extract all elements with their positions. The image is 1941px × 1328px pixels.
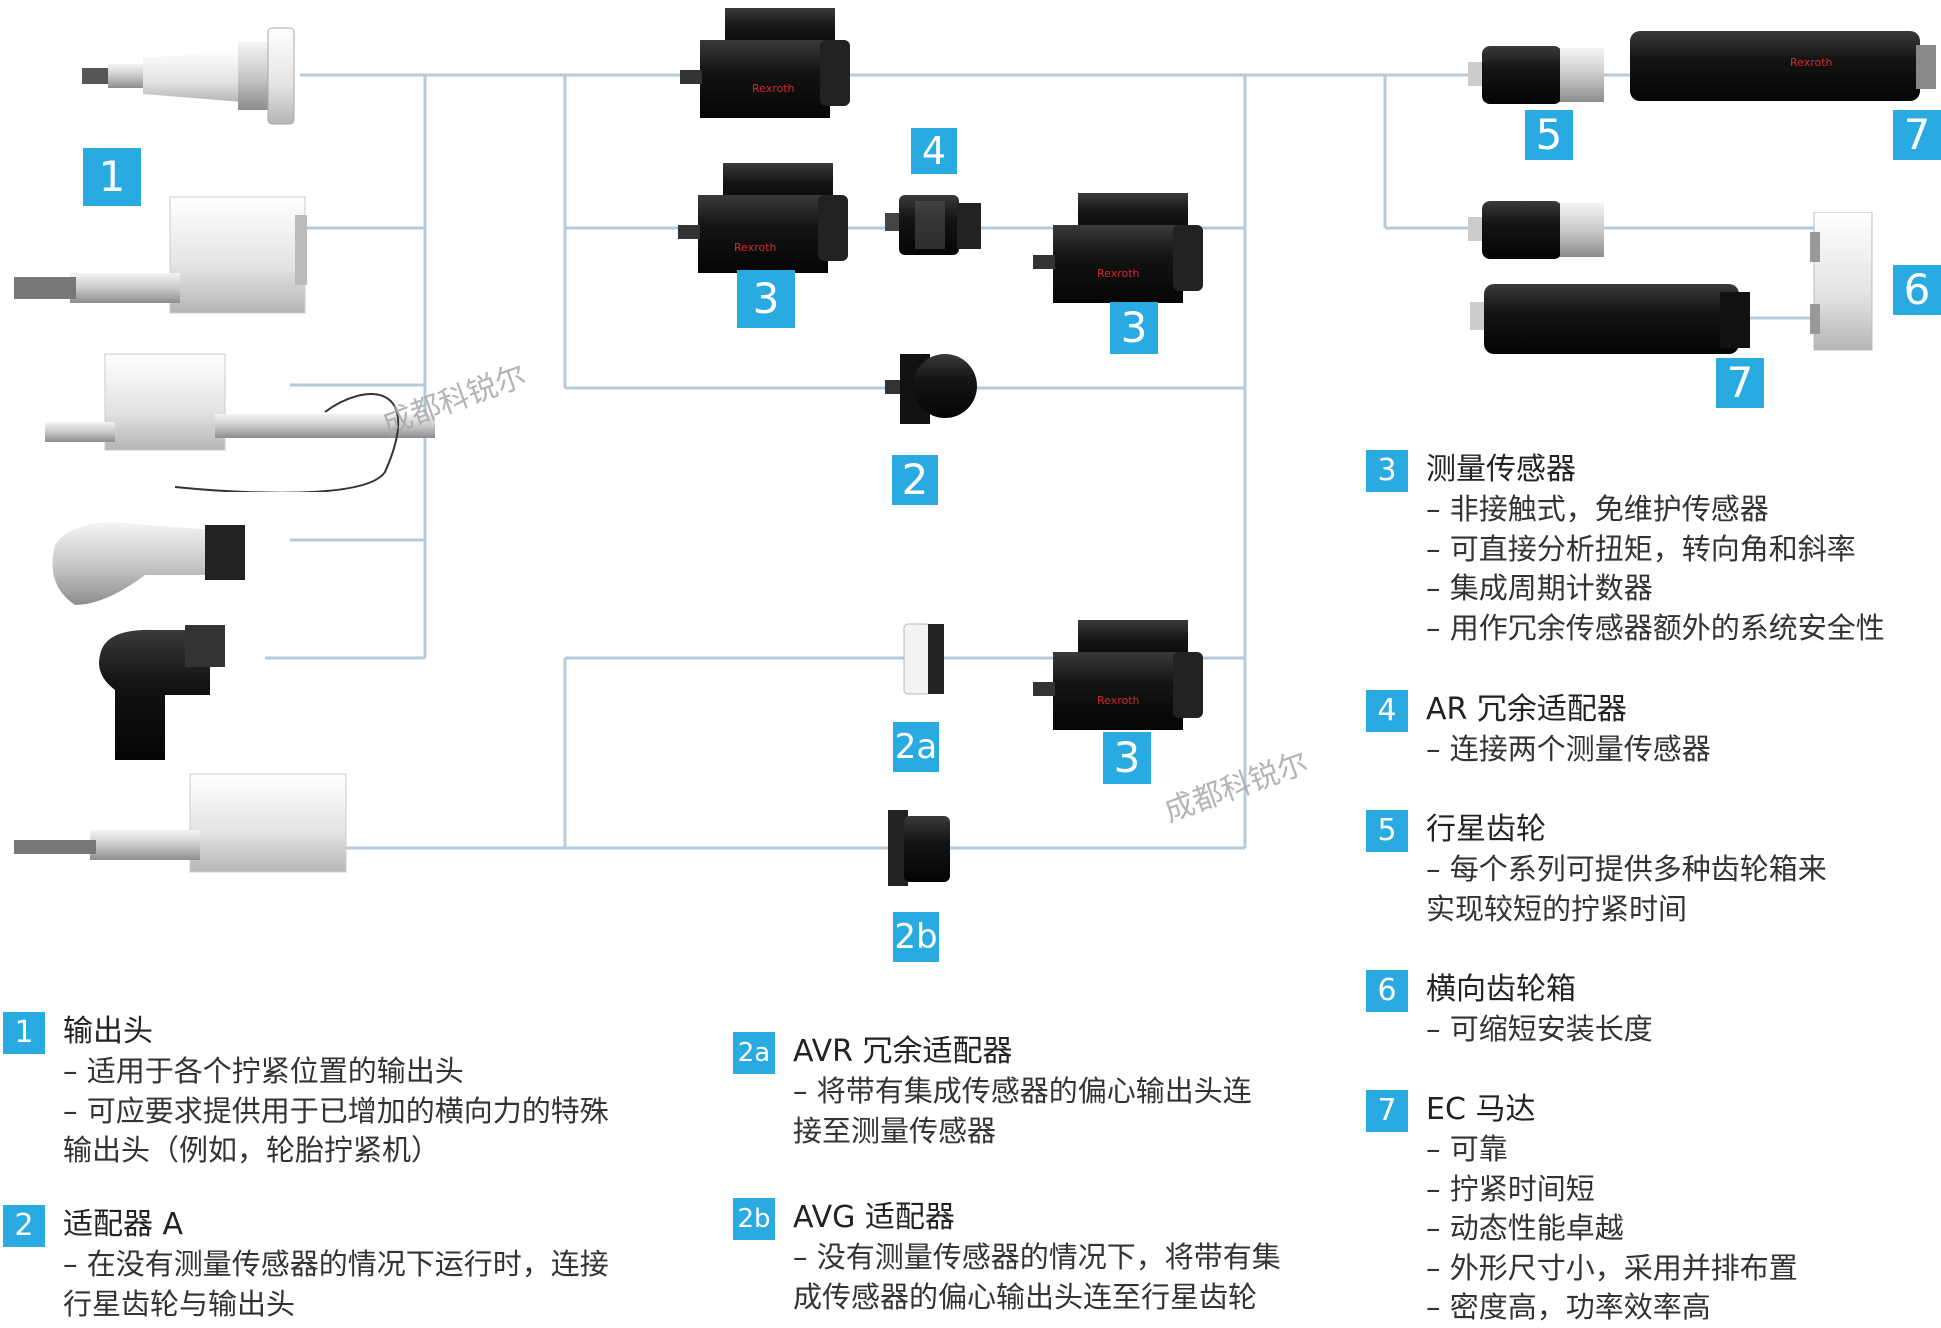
legend-line: – 外形尺寸小，采用并排布置 xyxy=(1426,1250,1798,1285)
ar-redundancy-adapter xyxy=(885,195,981,255)
output-head-long xyxy=(14,773,347,873)
badge-cross-gearbox: 6 xyxy=(1893,265,1941,315)
brand-label: Rexroth xyxy=(1097,267,1140,280)
output-head-offset xyxy=(14,196,307,314)
legend-title: 输出头 xyxy=(63,1014,153,1049)
legend-line: 接至测量传感器 xyxy=(793,1113,997,1148)
badge-planetary-gear: 5 xyxy=(1525,110,1573,160)
adapter-a xyxy=(885,354,977,424)
legend-title: AR 冗余适配器 xyxy=(1426,692,1627,727)
legend-line: – 连接两个测量传感器 xyxy=(1426,732,1711,766)
planetary-gear-bottom xyxy=(1468,201,1604,259)
legend-title: 测量传感器 xyxy=(1426,452,1576,487)
legend-title: AVG 适配器 xyxy=(793,1200,955,1235)
legend-line: – 非接触式，免维护传感器 xyxy=(1426,492,1769,526)
legend-title: 横向齿轮箱 xyxy=(1426,972,1576,1007)
legend-badge: 6 xyxy=(1366,970,1408,1012)
avg-adapter xyxy=(888,810,950,886)
badge-adapter-2a: 2a xyxy=(893,722,939,772)
legend-line: – 适用于各个拧紧位置的输出头 xyxy=(63,1054,464,1088)
badge-adapter-a: 2 xyxy=(892,455,938,505)
legend-line: – 密度高，功率效率高 xyxy=(1426,1290,1711,1324)
measuring-sensor-middle: Rexroth xyxy=(678,163,848,273)
legend-line: – 可靠 xyxy=(1426,1132,1508,1166)
badge-ec-motor-bottom: 7 xyxy=(1716,358,1764,408)
legend-line: – 将带有集成传感器的偏心输出头连 xyxy=(793,1074,1252,1108)
legend-title: 行星齿轮 xyxy=(1426,812,1546,847)
output-head-straight xyxy=(82,27,295,125)
legend-title: 适配器 A xyxy=(63,1207,184,1242)
cross-gearbox xyxy=(1810,212,1873,351)
legend-badge: 5 xyxy=(1366,810,1408,852)
ec-motor-bottom xyxy=(1470,284,1750,354)
output-head-angle xyxy=(52,522,245,605)
badge-ec-motor-top: 7 xyxy=(1893,110,1941,160)
legend-badge: 2a xyxy=(733,1032,775,1074)
legend-line: – 在没有测量传感器的情况下运行时，连接 xyxy=(63,1247,609,1281)
brand-label: Rexroth xyxy=(752,82,795,95)
legend-badge: 4 xyxy=(1366,690,1408,732)
legend-line: 成传感器的偏心输出头连至行星齿轮 xyxy=(793,1279,1258,1314)
legend-badge: 2b xyxy=(733,1198,775,1240)
legend-badge: 3 xyxy=(1366,450,1408,492)
legend-badge: 1 xyxy=(3,1012,45,1054)
avr-redundancy-adapter xyxy=(903,623,944,695)
brand-label: Rexroth xyxy=(1790,56,1833,69)
legend-line: 输出头（例如，轮胎拧紧机） xyxy=(63,1133,441,1167)
planetary-gear-top xyxy=(1468,46,1604,104)
badge-sensor-top: 3 xyxy=(737,270,795,328)
legend-line: – 可直接分析扭矩，转向角和斜率 xyxy=(1426,531,1856,566)
badge-sensor-bottom: 3 xyxy=(1103,732,1151,784)
legend-line: – 可缩短安装长度 xyxy=(1426,1012,1653,1046)
legend-line: – 可应要求提供用于已增加的横向力的特殊 xyxy=(63,1093,609,1128)
legend-badge: 7 xyxy=(1366,1090,1408,1132)
brand-label: Rexroth xyxy=(734,241,777,254)
legend-line: – 拧紧时间短 xyxy=(1426,1171,1595,1206)
legend-title: AVR 冗余适配器 xyxy=(793,1034,1013,1069)
measuring-sensor-bottom: Rexroth xyxy=(1033,620,1203,730)
legend-line: – 动态性能卓越 xyxy=(1426,1211,1624,1245)
legend-line: – 每个系列可提供多种齿轮箱来 xyxy=(1426,852,1827,886)
legend-line: – 用作冗余传感器额外的系统安全性 xyxy=(1426,610,1885,645)
badge-sensor-right: 3 xyxy=(1110,302,1158,354)
legend-line: 实现较短的拧紧时间 xyxy=(1426,891,1688,926)
brand-label: Rexroth xyxy=(1097,694,1140,707)
measuring-sensor-top: Rexroth xyxy=(680,8,850,118)
legend-badge: 2 xyxy=(3,1205,45,1247)
ec-motor-top: Rexroth xyxy=(1630,31,1936,101)
legend-line: – 集成周期计数器 xyxy=(1426,571,1653,605)
measuring-sensor-right: Rexroth xyxy=(1033,193,1203,303)
badge-adapter-2b: 2b xyxy=(893,912,939,962)
legend-line: 行星齿轮与输出头 xyxy=(63,1286,296,1321)
badge-ar-adapter: 4 xyxy=(911,128,957,174)
output-head-telescopic xyxy=(45,353,435,492)
output-head-crowfoot xyxy=(99,625,225,760)
badge-output-heads: 1 xyxy=(83,148,141,206)
legend-line: – 没有测量传感器的情况下，将带有集 xyxy=(793,1240,1281,1274)
legend-title: EC 马达 xyxy=(1426,1092,1536,1127)
